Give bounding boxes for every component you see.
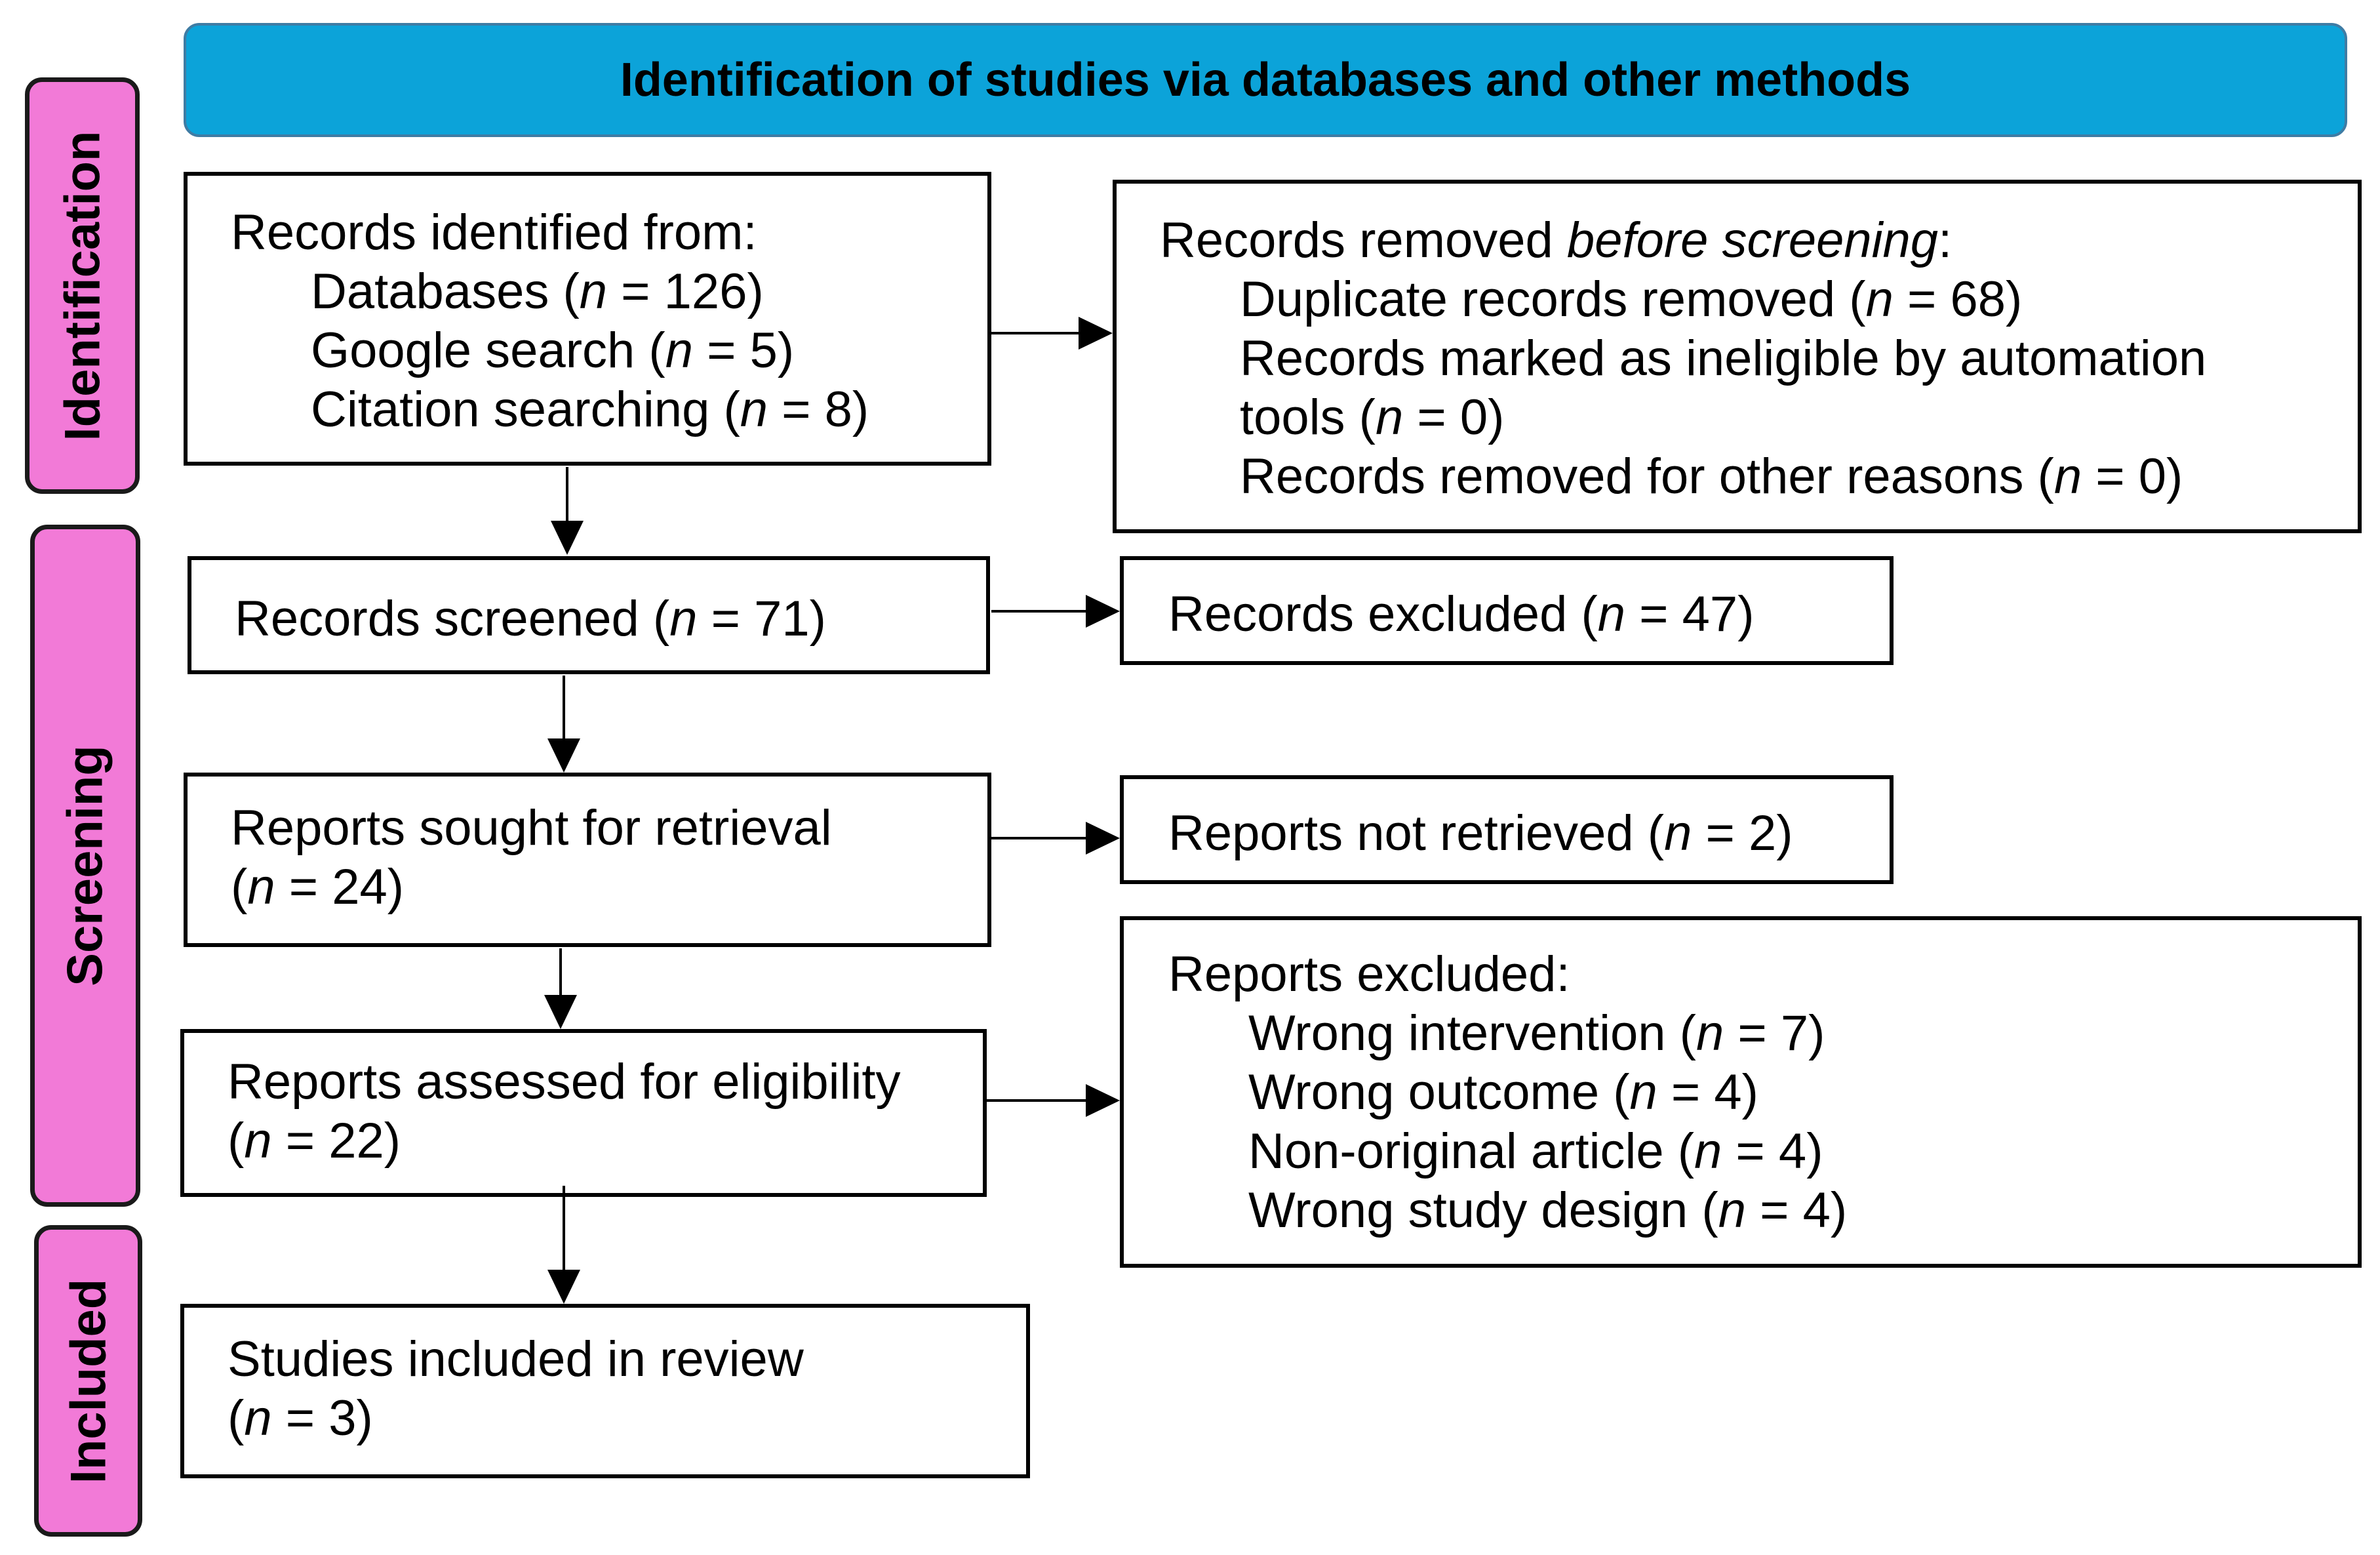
- reports-sought-count: (n = 24): [231, 859, 405, 915]
- other-reasons-line: Records removed for other reasons (n = 0…: [1240, 449, 2183, 504]
- reports-excluded-title: Reports excluded:: [1168, 946, 1570, 1002]
- automation-line: Records marked as ineligible by automati…: [1240, 331, 2207, 386]
- records-screened-line: Records screened (n = 71): [235, 591, 826, 647]
- records-identified-box: Records identified from: Databases (n = …: [184, 172, 991, 466]
- arrow-identified-to-screened: [551, 467, 584, 555]
- arrow-assessed-to-excluded: [987, 1084, 1120, 1117]
- reports-not-retrieved-box: Reports not retrieved (n = 2): [1120, 775, 1894, 884]
- reports-assessed-count: (n = 22): [228, 1113, 401, 1169]
- arrow-sought-to-not-retrieved: [991, 822, 1120, 855]
- wrong-intervention-line: Wrong intervention (n = 7): [1248, 1005, 1825, 1061]
- records-excluded-box: Records excluded (n = 47): [1120, 556, 1894, 665]
- citation-searching-line: Citation searching (n = 8): [311, 382, 869, 437]
- arrow-screened-to-sought: [547, 676, 580, 773]
- stage-screening: Screening: [30, 525, 140, 1207]
- reports-sought-line: Reports sought for retrieval: [231, 800, 832, 856]
- non-original-article-line: Non-original article (n = 4): [1248, 1123, 1823, 1179]
- records-identified-title: Records identified from:: [231, 205, 757, 260]
- arrow-assessed-to-included: [547, 1186, 580, 1304]
- arrow-sought-to-assessed: [544, 948, 577, 1029]
- records-excluded-line: Records excluded (n = 47): [1168, 586, 1755, 642]
- databases-line: Databases (n = 126): [311, 264, 764, 319]
- stage-identification: Identification: [25, 77, 140, 494]
- records-screened-box: Records screened (n = 71): [188, 556, 990, 674]
- reports-assessed-line: Reports assessed for eligibility: [228, 1054, 901, 1110]
- duplicates-line: Duplicate records removed (n = 68): [1240, 272, 2023, 327]
- records-removed-title: Records removed before screening:: [1160, 212, 1953, 268]
- stage-included: Included: [34, 1225, 142, 1537]
- reports-not-retrieved-line: Reports not retrieved (n = 2): [1168, 805, 1793, 861]
- arrow-screened-to-excluded: [991, 595, 1120, 628]
- diagram-header: Identification of studies via databases …: [184, 23, 2347, 137]
- reports-sought-box: Reports sought for retrieval (n = 24): [184, 773, 991, 947]
- google-search-line: Google search (n = 5): [311, 323, 795, 378]
- studies-included-count: (n = 3): [228, 1390, 373, 1446]
- records-removed-box: Records removed before screening: Duplic…: [1113, 180, 2362, 533]
- wrong-study-design-line: Wrong study design (n = 4): [1248, 1182, 1848, 1238]
- wrong-outcome-line: Wrong outcome (n = 4): [1248, 1064, 1758, 1120]
- studies-included-line: Studies included in review: [228, 1331, 804, 1387]
- arrow-identified-to-removed: [991, 317, 1113, 350]
- automation-tools-line: tools (n = 0): [1240, 390, 1505, 445]
- header-title: Identification of studies via databases …: [620, 54, 1911, 106]
- studies-included-box: Studies included in review (n = 3): [180, 1304, 1030, 1478]
- reports-excluded-box: Reports excluded: Wrong intervention (n …: [1120, 916, 2362, 1268]
- reports-assessed-box: Reports assessed for eligibility (n = 22…: [180, 1029, 987, 1197]
